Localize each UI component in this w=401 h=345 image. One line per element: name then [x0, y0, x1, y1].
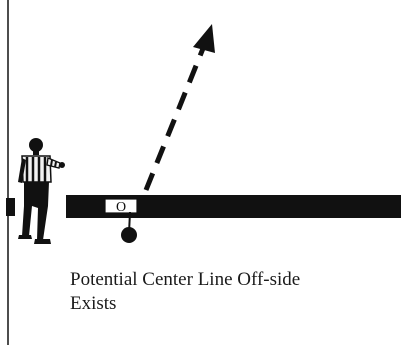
boards-line-stub [6, 198, 15, 216]
caption-line-2: Exists [70, 293, 117, 314]
caption-line-1: Potential Center Line Off-side [70, 269, 301, 290]
puck-icon [121, 227, 137, 243]
center-marker-label: O [116, 200, 126, 215]
center-line [66, 195, 401, 218]
pass-arrow-icon [143, 24, 215, 191]
referee-figure-icon [18, 138, 65, 244]
center-faceoff-marker: O [104, 198, 138, 215]
diagram-caption: Potential Center Line Off-side Exists [70, 268, 390, 316]
